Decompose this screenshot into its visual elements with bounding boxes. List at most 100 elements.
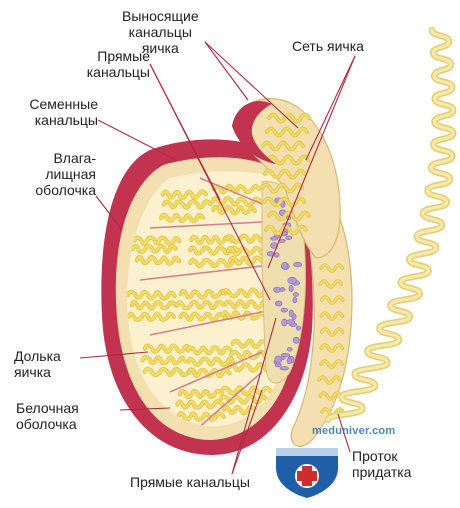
septum: [195, 371, 263, 427]
epididymis-tail-coil-core: [320, 328, 344, 336]
epididymis-tail-coil-core: [320, 360, 344, 368]
rete-spot: [295, 325, 301, 331]
epididymis-tail-coil-core: [319, 392, 342, 400]
leader-line: [267, 55, 356, 269]
septum: [169, 351, 263, 393]
seminiferous-tubule-core: [127, 312, 176, 322]
seminiferous-tubule-core: [219, 395, 268, 404]
seminiferous-tubule-core: [221, 386, 273, 396]
meduniver-logo: [276, 448, 338, 498]
seminiferous-tubule-core: [162, 200, 212, 209]
label-epididymal-duct: Проток придатка: [352, 448, 412, 480]
rete-spot: [286, 347, 293, 352]
epididymis-tail-coil-core: [320, 344, 344, 352]
rete-spot: [279, 366, 289, 371]
seminiferous-tubule-core: [179, 312, 226, 322]
label-lobule: Долька яичка: [14, 348, 61, 380]
seminiferous-tubule-core: [187, 357, 235, 367]
rete-spot: [285, 235, 293, 241]
epididymis-tail-coil-core: [320, 296, 344, 304]
seminiferous-tubule-core: [177, 412, 225, 421]
seminiferous-tubule-core: [143, 344, 192, 354]
seminiferous-tubule-core: [190, 235, 233, 245]
efferent-duct-coil-core: [264, 225, 307, 235]
leader-line: [119, 407, 171, 411]
septum: [149, 221, 263, 229]
efferent-duct-coil-core: [262, 141, 305, 151]
rete-spot: [287, 276, 297, 285]
label-straight-tubules-top: Прямые канальцы: [86, 48, 150, 80]
leader-line: [204, 41, 299, 129]
rete-spot: [281, 261, 289, 270]
seminiferous-tubule-core: [141, 355, 186, 365]
rete-spot: [280, 352, 291, 357]
rete-spot: [275, 300, 283, 307]
rete-spot: [292, 297, 298, 304]
seminiferous-tubule-core: [176, 300, 224, 310]
efferent-duct-coil-core: [268, 113, 310, 123]
leader-line: [79, 351, 149, 359]
rete-spot: [274, 355, 283, 364]
seminiferous-tubule-core: [189, 258, 241, 268]
rete-spot: [280, 307, 288, 313]
seminiferous-tubule-core: [127, 290, 176, 300]
label-seminiferous-tubules: Семенные канальцы: [29, 96, 98, 128]
seminiferous-tubule-core: [212, 205, 256, 215]
rete-spot: [270, 236, 279, 241]
efferent-duct-coil-core: [267, 211, 310, 221]
seminiferous-tubule-core: [131, 244, 177, 254]
efferent-duct-coil-core: [263, 169, 306, 179]
leader-line: [95, 195, 123, 231]
leader-line: [337, 413, 351, 453]
epididymis-tail-coil-core: [317, 376, 341, 384]
label-tunica-albuginea: Белочная оболочка: [16, 400, 79, 432]
epididymis-tail-coil-core: [319, 280, 343, 288]
label-rete-testis: Сеть яичка: [292, 38, 364, 54]
epididymis-tail-coil-core: [320, 312, 344, 320]
leader-line: [204, 41, 249, 101]
septum: [139, 265, 263, 281]
seminiferous-tubule-core: [178, 389, 224, 399]
rete-spot: [279, 287, 286, 292]
epididymis-fold: [232, 100, 276, 164]
rete-spot: [273, 252, 280, 258]
efferent-duct-coil-core: [263, 197, 306, 207]
label-efferent-ducts: Выносящие канальцы яичка: [122, 8, 199, 56]
vas-deferens-core: [326, 28, 455, 422]
label-tunica-vaginalis: Влага- лищная оболочка: [35, 150, 96, 198]
seminiferous-tubule-core: [135, 255, 181, 265]
leader-line: [305, 55, 356, 161]
seminiferous-tubule-core: [224, 300, 268, 309]
seminiferous-tubule-core: [159, 213, 205, 223]
seminiferous-tubule-core: [211, 197, 262, 207]
rete-spot: [288, 309, 294, 317]
rete-spot: [293, 261, 303, 268]
rete-spot: [274, 362, 282, 368]
seminiferous-tubule-core: [221, 311, 266, 320]
rete-spot: [285, 319, 296, 325]
septum: [149, 311, 263, 336]
seminiferous-tubule-core: [176, 400, 224, 409]
seminiferous-tubule-core: [161, 190, 208, 200]
efferent-duct-coil-core: [265, 127, 308, 137]
rete-spot: [278, 238, 286, 243]
seminiferous-tubule-core: [130, 300, 178, 310]
leader-line: [231, 317, 277, 475]
efferent-duct-coil-core: [267, 155, 309, 165]
label-straight-tubules-bottom: Прямые канальцы: [130, 474, 250, 490]
rete-spot: [292, 292, 299, 297]
efferent-duct-coil-core: [261, 183, 304, 193]
leader-line: [97, 119, 177, 161]
leader-line: [149, 63, 271, 301]
leader-line: [231, 389, 263, 475]
seminiferous-tubule-core: [186, 345, 232, 355]
rete-spot: [292, 336, 300, 344]
epididymis-tail-coil-core: [320, 264, 344, 272]
rete-spot: [286, 357, 292, 365]
seminiferous-tubule-core: [133, 236, 181, 246]
rete-spot: [288, 284, 294, 292]
seminiferous-tubule-core: [179, 289, 227, 299]
watermark-text: meduniver.com: [312, 425, 396, 437]
